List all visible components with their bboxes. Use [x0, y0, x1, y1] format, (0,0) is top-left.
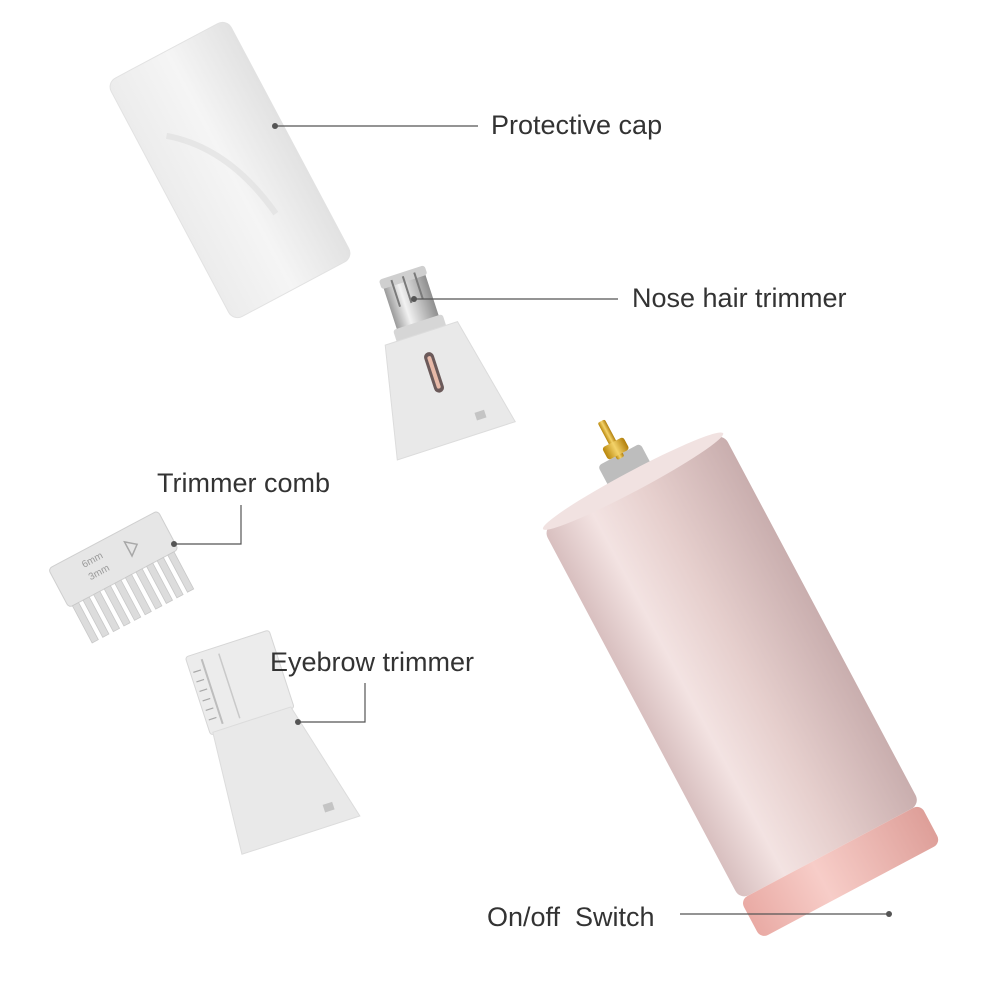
dot-on-off-switch [886, 911, 892, 917]
leader-lines [174, 125, 889, 915]
dot-protective-cap [272, 123, 278, 129]
label-eyebrow-trimmer: Eyebrow trimmer [270, 647, 475, 677]
leader-eyebrow-trimmer [298, 683, 366, 723]
dot-trimmer-comb [171, 541, 177, 547]
dot-eyebrow-trimmer [295, 719, 301, 725]
protective-cap [109, 21, 351, 319]
trimmer-comb: 6mm 3mm [49, 511, 195, 644]
label-nose-hair-trimmer: Nose hair trimmer [632, 283, 847, 313]
trimmer-body [542, 419, 939, 936]
eyebrow-trimmer [185, 630, 361, 855]
label-on-off-switch: On/off Switch [487, 902, 655, 932]
leader-dots [171, 123, 892, 917]
label-protective-cap: Protective cap [491, 110, 663, 140]
label-trimmer-comb: Trimmer comb [157, 468, 330, 498]
nose-hair-trimmer [379, 265, 516, 461]
leader-trimmer-comb [174, 505, 242, 545]
on-off-switch-band [743, 806, 939, 936]
dot-nose-hair-trimmer [411, 296, 417, 302]
